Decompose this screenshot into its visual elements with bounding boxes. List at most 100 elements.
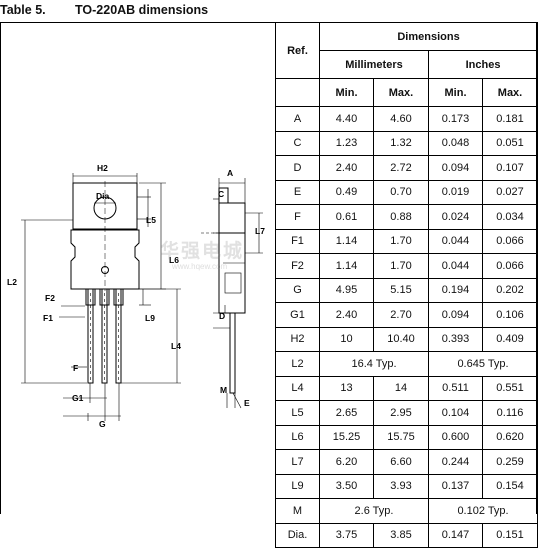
header-in-max: Max. [481,78,539,107]
cell-in-min: 0.194 [428,277,483,303]
cell-mm-max: 14 [373,375,429,401]
cell-in-min: 0.094 [428,302,483,328]
cell-in-min: 0.137 [428,473,483,499]
cell-mm-min: 2.40 [319,155,374,181]
cell-mm-min: 4.40 [319,106,374,132]
cell-mm-max: 6.60 [373,449,429,475]
label-m: M [220,385,227,395]
row-ref: F [275,204,320,230]
cell-in-max: 0.409 [481,326,539,352]
cell-in-max: 0.116 [481,400,539,426]
cell-mm-max: 5.15 [373,277,429,303]
cell-in-max: 0.551 [481,375,539,401]
cell-in-max: 0.051 [481,130,539,156]
header-millimeters: Millimeters [319,50,429,79]
side-body [218,202,246,314]
label-l5: L5 [146,215,156,225]
cell-in-max: 0.066 [481,253,539,279]
label-l7: L7 [255,226,265,236]
cell-mm-min: 13 [319,375,374,401]
row-ref: H2 [275,326,320,352]
row-ref: Dia. [275,522,320,548]
row-ref: A [275,106,320,132]
cell-in-typ: 0.645 Typ. [427,351,539,377]
cell-mm-max: 10.40 [373,326,429,352]
label-l6: L6 [169,255,179,265]
cell-in-max: 0.151 [481,522,539,548]
row-ref: L2 [275,351,320,377]
cell-mm-min: 3.50 [319,473,374,499]
cell-in-min: 0.044 [428,253,483,279]
side-lead [229,312,236,394]
cell-in-max: 0.027 [481,179,539,205]
label-l9: L9 [145,313,155,323]
cell-in-max: 0.066 [481,228,539,254]
cell-mm-min: 4.95 [319,277,374,303]
label-a: A [227,168,233,178]
cell-mm-min: 0.49 [319,179,374,205]
label-l4: L4 [171,341,181,351]
label-h2: H2 [97,163,108,173]
label-d: D [219,311,225,321]
label-e: E [244,398,250,408]
cell-mm-min: 1.23 [319,130,374,156]
row-ref: L7 [275,449,320,475]
cell-mm-min: 3.75 [319,522,374,548]
side-view [201,178,263,409]
header-mm-min: Min. [319,78,374,107]
cell-mm-max: 2.95 [373,400,429,426]
cell-mm-min: 2.40 [319,302,374,328]
cell-in-max: 0.620 [481,424,539,450]
label-l2: L2 [7,277,17,287]
cell-mm-max: 2.70 [373,302,429,328]
cell-mm-min: 1.14 [319,253,374,279]
row-ref: M [275,498,320,524]
cell-mm-min: 2.65 [319,400,374,426]
cell-mm-min: 15.25 [319,424,374,450]
cell-in-max: 0.202 [481,277,539,303]
cell-in-max: 0.034 [481,204,539,230]
row-ref: L6 [275,424,320,450]
dimensions-table: Ref. Dimensions Millimeters Inches Min. … [275,22,539,548]
watermark-url: www.hqew.com [172,262,228,271]
cell-mm-max: 4.60 [373,106,429,132]
table-caption: Table 5. TO-220AB dimensions [0,3,208,17]
cell-in-min: 0.048 [428,130,483,156]
cell-in-min: 0.104 [428,400,483,426]
cell-in-min: 0.024 [428,204,483,230]
cell-in-typ: 0.102 Typ. [427,498,539,524]
row-ref: L4 [275,375,320,401]
cell-mm-typ: 16.4 Typ. [319,351,429,377]
label-f2: F2 [45,293,55,303]
cell-in-min: 0.393 [428,326,483,352]
label-dia: Dia [96,191,110,201]
cell-in-min: 0.147 [428,522,483,548]
header-in-min: Min. [428,78,483,107]
cell-mm-max: 3.85 [373,522,429,548]
row-ref: F2 [275,253,320,279]
row-ref: G [275,277,320,303]
cell-in-min: 0.244 [428,449,483,475]
cell-in-max: 0.181 [481,106,539,132]
cell-mm-max: 1.32 [373,130,429,156]
header-blank [275,78,320,107]
cell-in-max: 0.259 [481,449,539,475]
cell-mm-max: 1.70 [373,228,429,254]
cell-mm-typ: 2.6 Typ. [319,498,429,524]
